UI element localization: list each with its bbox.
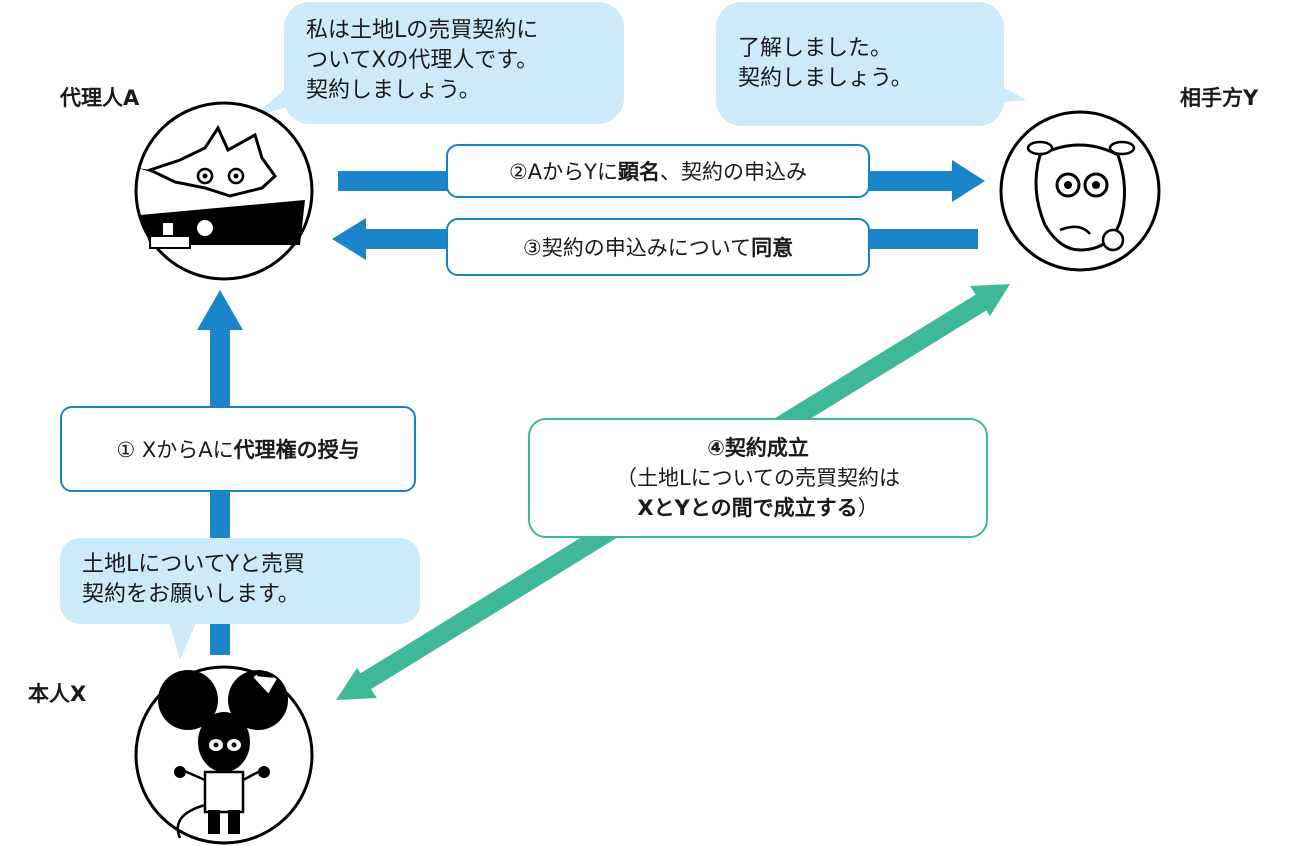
speech-bubble-counterparty: 了解しました。 契約しましょう。 — [716, 2, 1004, 126]
label-counterparty-y: 相手方Y — [1180, 86, 1259, 110]
bubble-agent-line-1: 私は土地Lの売買契約に — [306, 18, 539, 43]
bubble-counterparty-line-1: 了解しました。 — [738, 36, 893, 61]
step4-line3-bold: XとYとの間で成立する — [637, 496, 858, 520]
step1-box: ① XからAに代理権の授与 — [60, 406, 416, 492]
bubble-principal-line-2: 契約をお願いします。 — [82, 582, 300, 607]
step4-line3-suffix: ） — [857, 496, 879, 520]
step4-box: ④契約成立 （土地Lについての売買契約は XとYとの間で成立する） — [528, 418, 988, 538]
step1-prefix: ① XからAに — [116, 438, 234, 462]
speech-bubble-principal: 土地LについてYと売買 契約をお願いします。 — [60, 538, 420, 624]
bubble-principal-line-1: 土地LについてYと売買 — [82, 552, 306, 577]
bubble-agent-line-3: 契約しましょう。 — [306, 78, 481, 103]
step4-title: ④契約成立 — [707, 436, 809, 460]
fox-agent-icon — [134, 101, 314, 281]
step3-prefix: ③契約の申込みについて — [522, 236, 752, 260]
sheep-counterparty-icon — [999, 110, 1161, 272]
step2-suffix: 、契約の申込み — [660, 160, 808, 184]
bubble-agent-line-2: ついてXの代理人です。 — [306, 48, 539, 73]
bubble-tail-principal — [168, 618, 198, 660]
speech-bubble-agent: 私は土地Lの売買契約に ついてXの代理人です。 契約しましょう。 — [284, 2, 624, 124]
step2-box: ②AからYに顕名、契約の申込み — [446, 144, 870, 198]
label-principal-x: 本人X — [28, 682, 87, 706]
label-agent-a: 代理人A — [60, 86, 140, 110]
step3-box: ③契約の申込みについて同意 — [446, 218, 870, 276]
step3-bold: 同意 — [751, 236, 794, 260]
bubble-counterparty-line-2: 契約しましょう。 — [738, 66, 913, 91]
step1-bold: 代理権の授与 — [233, 438, 360, 462]
mouse-principal-icon — [134, 665, 314, 845]
step2-prefix: ②AからYに — [508, 160, 619, 184]
step2-bold: 顕名 — [618, 160, 661, 184]
step4-line2: （土地Lについての売買契約は — [615, 466, 901, 490]
